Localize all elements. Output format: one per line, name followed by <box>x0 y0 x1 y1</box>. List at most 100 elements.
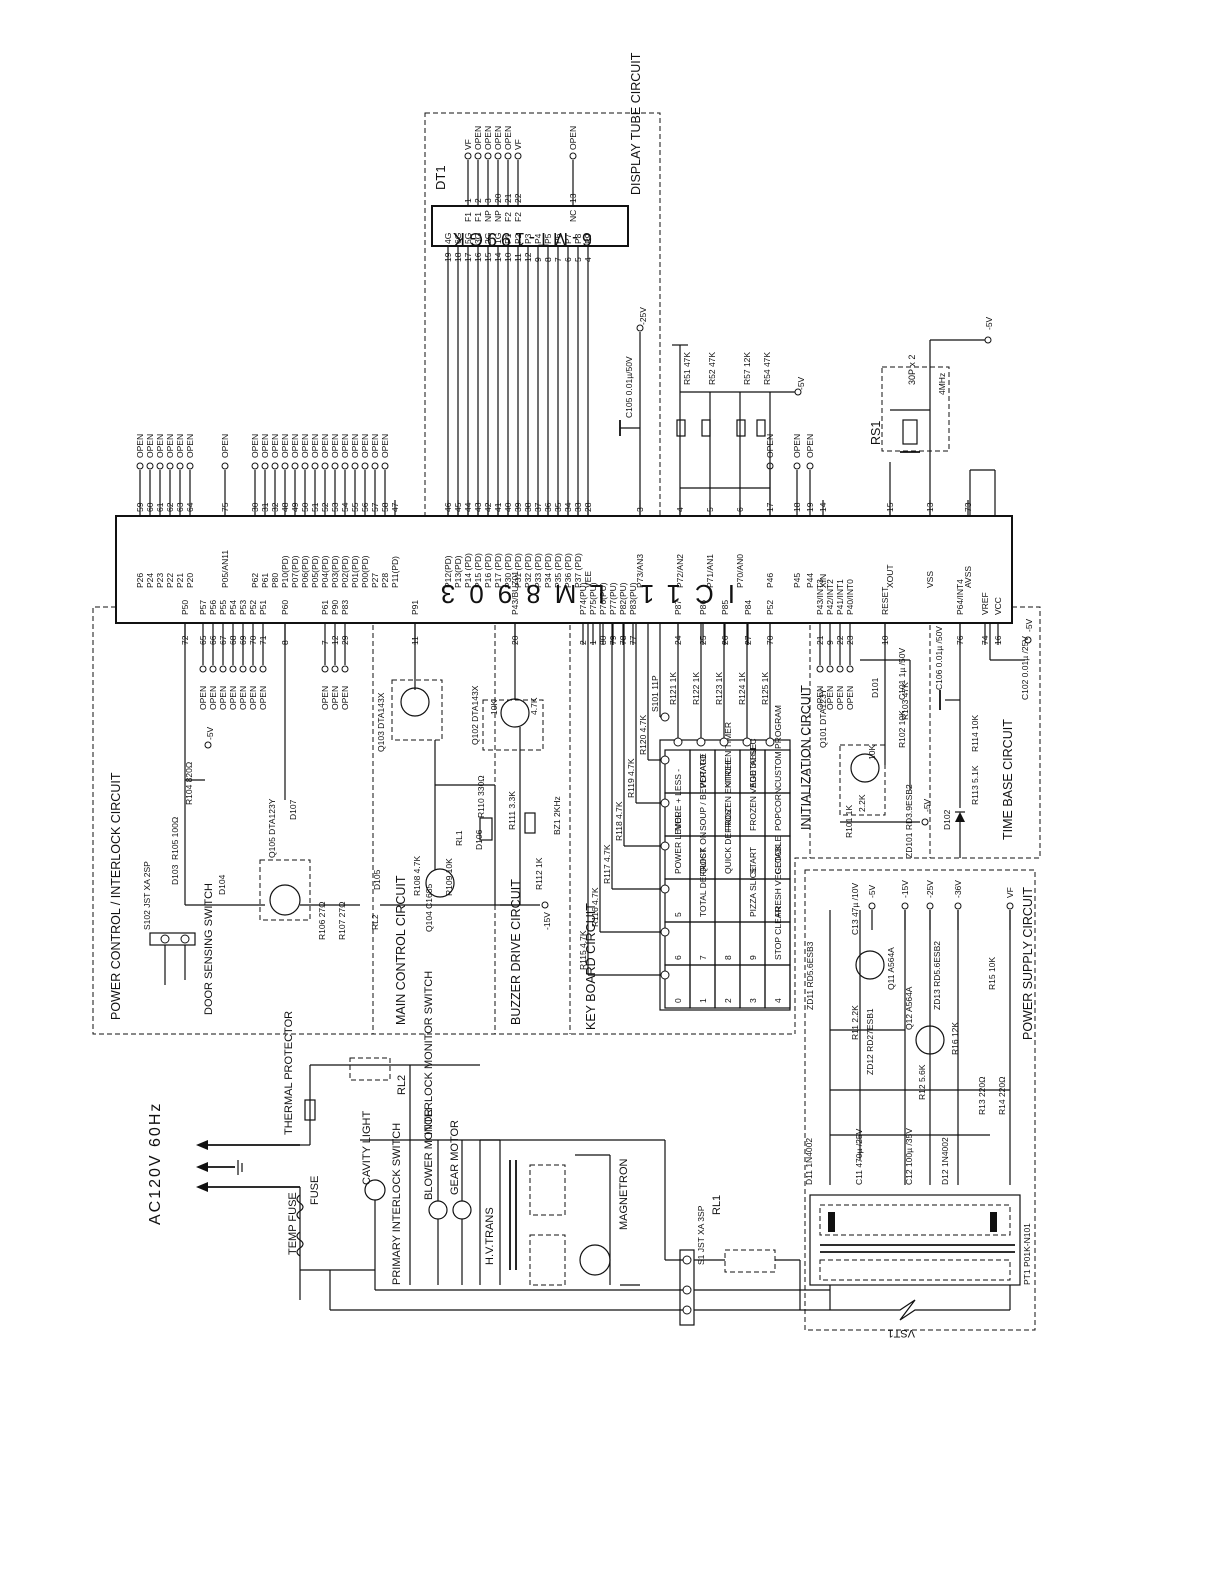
ic-pin-tag: OPEN <box>260 434 270 458</box>
ic-pin-number: 21 <box>815 635 825 645</box>
ic-pin-name: P37 (PD) <box>573 553 583 588</box>
d102: D102 <box>942 809 952 830</box>
fuse: FUSE <box>309 1176 321 1205</box>
buzzer-r47k: 4.7K <box>529 697 539 715</box>
ic-pin-number: 71 <box>258 635 268 645</box>
ic-pin-tag: OPEN <box>805 434 815 458</box>
bz1: BZ1 2KHz <box>552 796 562 835</box>
svg-text:KEY BOARD CIRCUIT: KEY BOARD CIRCUIT <box>584 903 598 1030</box>
ic-pin-name: VCC <box>993 597 1003 615</box>
ic-pin-number: 74 <box>980 635 990 645</box>
ic-pin-number: 61 <box>155 502 165 512</box>
ic-pin-number: 19 <box>805 502 815 512</box>
c13: C13 47µ /10V <box>850 883 860 935</box>
ic-pin-tag: OPEN <box>340 686 350 710</box>
dt-filament-name: F2 <box>503 212 513 222</box>
ic-pin-number: 14 <box>818 502 828 512</box>
ic-pin-tag: OPEN <box>380 434 390 458</box>
display-filament-pins: VF1F1OPEN2F1OPEN3NPOPEN20NPOPEN21F2VF22F… <box>463 126 578 222</box>
pt1: PT1 P01K-N101 <box>1022 1223 1032 1285</box>
dt-filament-tag: VF <box>513 139 523 150</box>
key-label: 2 <box>723 998 733 1003</box>
ic-pin-number: 53 <box>330 502 340 512</box>
kb-resistor: R118 4.7K <box>614 801 624 841</box>
dt-filament-tag: OPEN <box>493 126 503 150</box>
vst1: VST1 <box>887 1327 915 1339</box>
dt-pin-name: P1 <box>503 233 513 244</box>
ic-pin-name: P80 <box>270 573 280 588</box>
main-rl2: RL2 <box>370 914 380 930</box>
ic-pin-tag: OPEN <box>845 686 855 710</box>
magnetron: MAGNETRON <box>618 1158 630 1230</box>
ic-pin-name: P06(PD) <box>300 555 310 588</box>
dt-pin-name: P3 <box>523 233 533 244</box>
ic-pin-number: 66 <box>208 635 218 645</box>
ic-pin-tag: OPEN <box>792 434 802 458</box>
ic-pin-tag: OPEN <box>208 686 218 710</box>
analog-rail: -5V <box>796 376 806 390</box>
ic-pin-number: 49 <box>290 502 300 512</box>
dt-filament-number: 20 <box>493 193 503 203</box>
ic-pin-name: P71/AN1 <box>705 554 715 588</box>
r13: R13 220Ω <box>977 1077 987 1116</box>
rs1-ref: RS1 <box>869 421 883 445</box>
init-r22k: 2.2K <box>857 794 867 812</box>
key-label: PIZZA SLICE <box>748 866 758 917</box>
ic-pin-number: 16 <box>993 635 1003 645</box>
r16: R16 12K <box>950 1022 960 1055</box>
display-tube-dt1: 6-MT-199GK DT1 DISPLAY TUBE CIRCUIT 194G… <box>431 52 648 516</box>
ic-pin-name: P52 <box>765 600 775 615</box>
ic-pin-name: P54 <box>228 600 238 615</box>
ic-pin-name: P62 <box>250 573 260 588</box>
ic-pin-number: 52 <box>320 502 330 512</box>
dt-pin-number: 12 <box>523 252 533 262</box>
ic-pin-name: P12(PD) <box>443 555 453 588</box>
dt-filament-name: NC <box>568 210 578 222</box>
ps-rail: -15V <box>900 880 910 898</box>
dt-pin-number: 15 <box>483 252 493 262</box>
ic-pin-number: 54 <box>340 502 350 512</box>
ic-pin-tag: OPEN <box>220 434 230 458</box>
display-pins: 194G186G175G163G152G141G10P111P212P39P48… <box>443 233 593 516</box>
dt-filament-name: NP <box>483 210 493 222</box>
dt-pin-number: 11 <box>513 253 523 262</box>
dt-filament-number: 1 <box>463 198 473 203</box>
display-title: DISPLAY TUBE CIRCUIT <box>629 52 643 195</box>
ic-pin-number: 12 <box>330 635 340 645</box>
kb-series-resistor: R123 1K <box>714 672 724 705</box>
key-label: 1 <box>698 998 708 1003</box>
kb-resistor: R116 4.7K <box>590 887 600 927</box>
ic-pin-name: P13(PD) <box>453 555 463 588</box>
dt-pin-number: 17 <box>463 252 473 262</box>
ic-pin-number: 23 <box>845 635 855 645</box>
dt-filament-tag: OPEN <box>473 126 483 150</box>
ic-pin-name: VREF <box>980 592 990 615</box>
key-label: POTATO <box>698 754 708 788</box>
ic-pin-number: 75 <box>220 502 230 512</box>
dt-filament-number: 13 <box>568 193 578 203</box>
ic-pin-name: P21 <box>175 573 185 588</box>
d11: D11 1N4002 <box>804 1138 814 1185</box>
dt-pin-name: 4G <box>443 233 453 244</box>
hv-trans: H.V.TRANS <box>484 1207 496 1265</box>
key-label: FROZEN VEGETABLE <box>748 743 758 831</box>
mains-rl1: RL1 <box>711 1195 723 1215</box>
dt-pin-number: 14 <box>493 252 503 262</box>
ic-pin-number: 48 <box>280 502 290 512</box>
c12: C12 100µ /35V <box>904 1128 914 1185</box>
ic-pin-tag: OPEN <box>165 434 175 458</box>
key-label: 3 <box>748 998 758 1003</box>
ic-pin-number: 27 <box>743 635 753 645</box>
ic-pin-name: P16 (PD) <box>483 553 493 588</box>
dt-pin-number: 8 <box>543 257 553 262</box>
svg-text:POWER SUPPLY CIRCUIT: POWER SUPPLY CIRCUIT <box>1021 887 1035 1040</box>
ic-pin-name: P17 (PD) <box>493 553 503 588</box>
ic-pin-tag: OPEN <box>248 686 258 710</box>
ic-pin-name: P77(PU) <box>608 582 618 615</box>
dt-pin-name: 2G <box>483 233 493 244</box>
key-label: ADD 30 SEC <box>748 738 758 788</box>
dt-pin-name: 3G <box>473 233 483 244</box>
buzzer-r10k: 10K <box>489 700 499 715</box>
ic-pin-tag: OPEN <box>320 434 330 458</box>
kb-series-resistor: R124 1K <box>737 672 747 705</box>
